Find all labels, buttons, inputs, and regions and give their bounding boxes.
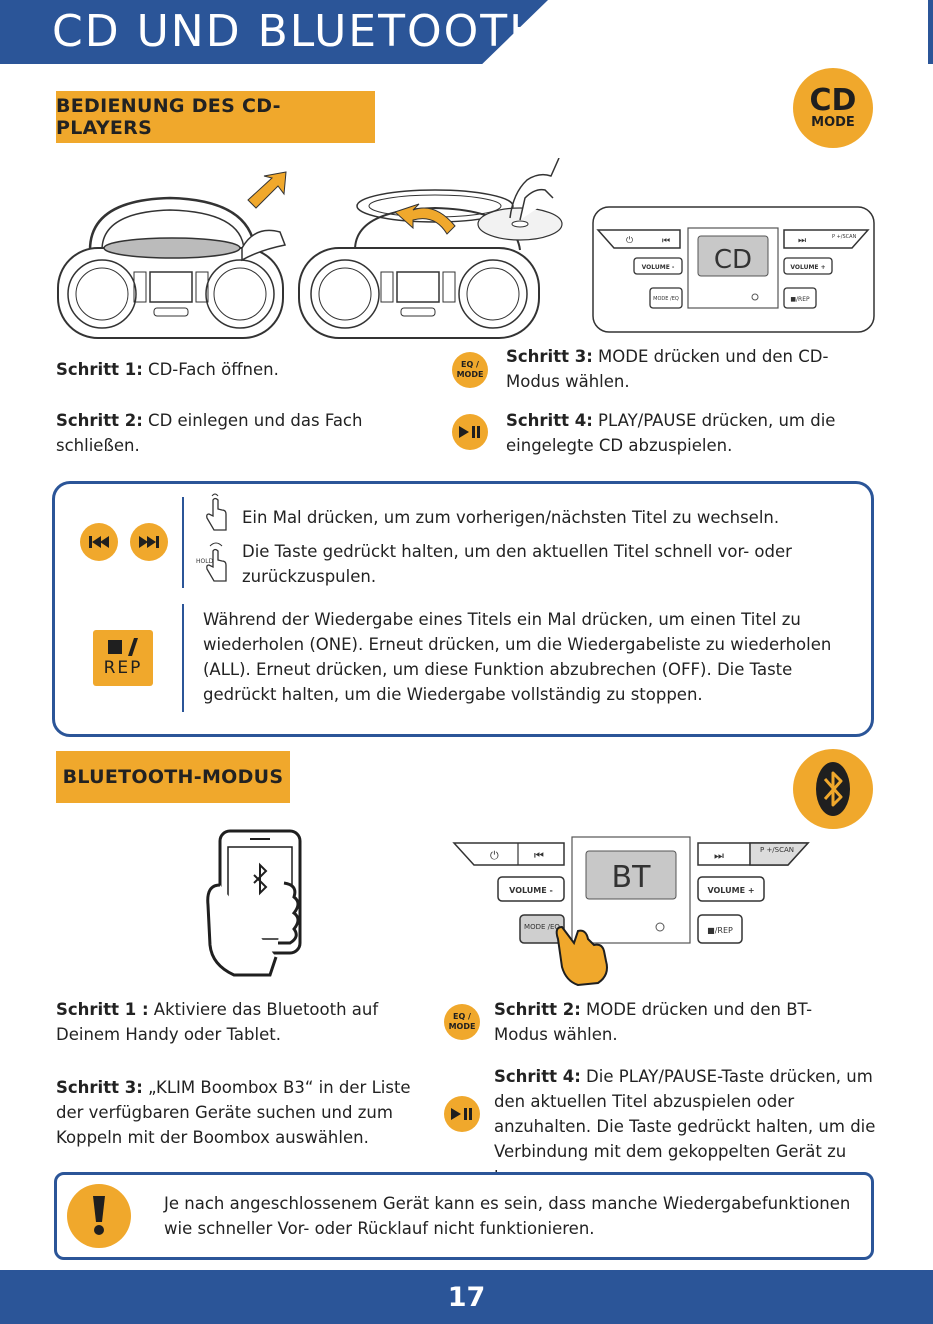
page-footer: 17 — [0, 1270, 933, 1324]
cd-step-4-label: Schritt 4: — [506, 411, 593, 430]
bt-step-1-text: Aktiviere das Bluetooth auf Deinem Handy… — [56, 1000, 379, 1044]
prev-button-badge — [80, 523, 118, 561]
cd-control-panel: CD ⏻ ⏮ ⏭ P +/SCAN VOLUME - VOLUME + MODE… — [592, 206, 875, 333]
cd-step-4: Schritt 4: PLAY/PAUSE drücken, um die ei… — [506, 408, 876, 458]
hold-hand-icon: HOLD — [196, 542, 227, 582]
cd-step-2: Schritt 2: CD einlegen und das Fach schl… — [56, 408, 376, 458]
bluetooth-badge — [793, 749, 873, 829]
bt-step-3: Schritt 3: „KLIM Boombox B3“ in der List… — [56, 1075, 416, 1150]
boombox-open-illustration — [57, 171, 287, 339]
phone-bluetooth-illustration — [206, 829, 302, 977]
cd-badge-bottom: MODE — [811, 115, 855, 130]
cd-step-3-label: Schritt 3: — [506, 347, 593, 366]
bt-control-panel: BT ⏻ ⏮ ⏭ P +/SCAN VOLUME - VOLUME + MODE… — [452, 836, 810, 987]
prev-icon: ⏮ — [662, 236, 670, 246]
press-once-text: Ein Mal drücken, um zum vorherigen/nächs… — [242, 508, 780, 527]
pscan-label: P +/SCAN — [832, 234, 857, 240]
cd-step-1-text: CD-Fach öffnen. — [142, 360, 279, 379]
bt-step-1: Schritt 1 : Aktiviere das Bluetooth auf … — [56, 997, 416, 1047]
cd-badge-top: CD — [809, 83, 857, 118]
bt-display-text: BT — [612, 860, 652, 895]
bt-step-1-label: Schritt 1 : — [56, 1000, 149, 1019]
skip-repeat-info-box — [52, 481, 874, 737]
cd-mode-badge: CD MODE — [793, 68, 873, 148]
exclamation-icon — [93, 1196, 105, 1235]
header-banner — [0, 0, 548, 64]
cd-step-2-label: Schritt 2: — [56, 411, 143, 430]
bt-play-pause-icon — [451, 1108, 472, 1120]
next-track-icon — [139, 536, 159, 548]
header-edge-rule — [928, 0, 933, 64]
bt-next-icon: ⏭ — [714, 849, 724, 862]
bt-step-2-label: Schritt 2: — [494, 1000, 581, 1019]
cd-step-1-label: Schritt 1: — [56, 360, 143, 379]
page-number: 17 — [447, 1281, 486, 1313]
bt-step-3-label: Schritt 3: — [56, 1078, 143, 1097]
cd-step-1: Schritt 1: CD-Fach öffnen. — [56, 357, 436, 382]
bt-step-2-text: MODE drücken und den BT-Modus wählen. — [494, 1000, 813, 1044]
cd-step-2-text: CD einlegen und das Fach schließen. — [56, 411, 363, 455]
press-hand-icon — [206, 493, 227, 531]
rep-badge-label: REP — [103, 658, 143, 678]
cd-step-4-text: PLAY/PAUSE drücken, um die eingelegte CD… — [506, 411, 836, 455]
power-icon: ⏻ — [626, 235, 633, 246]
cd-display-text: CD — [714, 245, 752, 275]
bt-power-icon: ⏻ — [490, 849, 499, 862]
volume-plus-label: VOLUME + — [790, 264, 825, 271]
bt-eq-mode-badge: EQ / MODE — [444, 1004, 480, 1040]
note-box — [54, 1172, 874, 1260]
bt-step-4-label: Schritt 4: — [494, 1067, 581, 1086]
bt-step-4: Schritt 4: Die PLAY/PAUSE-Taste drücken,… — [494, 1064, 894, 1189]
play-pause-badge — [452, 414, 488, 450]
bt-step-3-text: „KLIM Boombox B3“ in der Liste der verfü… — [56, 1078, 411, 1147]
bt-section-label: BLUETOOTH-MODUS — [56, 751, 290, 803]
bt-pscan-label: P +/SCAN — [760, 846, 794, 854]
eq-mode-badge: EQ / MODE — [452, 352, 488, 388]
bt-play-pause-badge — [444, 1096, 480, 1132]
mode-eq-label: MODE /EQ — [653, 296, 679, 302]
next-icon: ⏭ — [798, 236, 806, 246]
note-text: Je nach angeschlossenem Gerät kann es se… — [164, 1194, 851, 1238]
play-pause-icon — [459, 426, 480, 438]
boombox-insert-cd-illustration — [298, 158, 563, 339]
volume-minus-label: VOLUME - — [642, 264, 675, 271]
bt-rep-label: ■/REP — [707, 926, 733, 935]
rep-label: ■/REP — [790, 296, 810, 303]
cd-step-3: Schritt 3: MODE drücken und den CD-Modus… — [506, 344, 876, 394]
hold-label: HOLD — [196, 558, 214, 565]
bluetooth-icon — [816, 762, 850, 816]
warning-badge — [67, 1184, 131, 1248]
rep-button-badge: REP — [93, 630, 153, 686]
info-divider-2 — [182, 604, 184, 712]
cd-step-3-text: MODE drücken und den CD-Modus wählen. — [506, 347, 829, 391]
stop-icon — [108, 638, 138, 656]
next-button-badge — [130, 523, 168, 561]
bt-mode-eq-label: MODE /EQ — [524, 923, 560, 931]
prev-track-icon — [89, 536, 109, 548]
bt-volume-minus-label: VOLUME - — [509, 886, 553, 895]
rep-description: Während der Wiedergabe eines Titels ein … — [203, 610, 832, 704]
hold-text: Die Taste gedrückt halten, um den aktuel… — [242, 542, 792, 586]
bt-step-4-text: Die PLAY/PAUSE-Taste drücken, um den akt… — [494, 1067, 876, 1186]
info-divider-1 — [182, 497, 184, 588]
cd-section-label: BEDIENUNG DES CD-PLAYERS — [56, 91, 375, 143]
bt-step-2: Schritt 2: MODE drücken und den BT-Modus… — [494, 997, 864, 1047]
bt-prev-icon: ⏮ — [534, 849, 544, 862]
page-title: CD UND BLUETOOTH — [52, 6, 545, 57]
bt-volume-plus-label: VOLUME + — [707, 886, 754, 895]
